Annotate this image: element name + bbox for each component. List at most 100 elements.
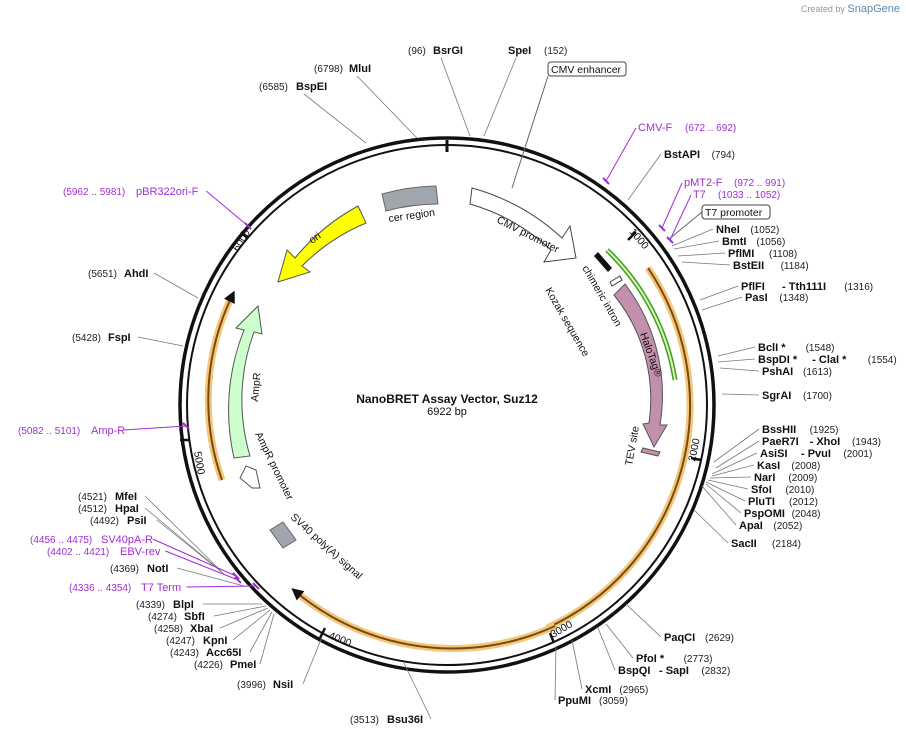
feature-label-kozak: Kozak sequence (542, 286, 591, 359)
feature-label-ampr: AmpR (249, 372, 264, 403)
site-leader (681, 261, 731, 266)
site-leader (440, 57, 471, 137)
site-leader (717, 346, 756, 357)
site-leader (701, 296, 743, 311)
primer-site-mark (602, 177, 610, 185)
site-leader (705, 481, 746, 502)
site-acc65i: Acc65I (206, 647, 241, 659)
site-paer7i: PaeR7I (762, 436, 799, 448)
site-sgrai: SgrAI (762, 390, 791, 402)
site-nari: NarI (754, 472, 775, 484)
site-leader (403, 662, 432, 720)
site-tth111i: - Tth111I (782, 281, 826, 293)
site-position: (4339) (136, 600, 165, 611)
site-bsrgi: BsrGI (433, 45, 463, 57)
primer-site-mark (658, 224, 666, 232)
site-apai: ApaI (739, 520, 763, 532)
primer-ebv-rev: EBV-rev (120, 546, 161, 558)
ori-arrow (277, 205, 367, 283)
primer-leader (605, 127, 637, 182)
site-position: (5651) (88, 269, 117, 280)
site-fspi: FspI (108, 332, 131, 344)
site-leader (259, 613, 275, 665)
site-pflfi: PflFI (741, 281, 765, 293)
site-position: (2773) (684, 654, 713, 665)
cmv-enhancer-label: CMV enhancer (551, 64, 622, 76)
site-leader (137, 336, 184, 347)
primer-leader (661, 182, 683, 229)
site-leader (707, 479, 749, 490)
kozak-mark (609, 275, 623, 287)
tick-mark (240, 231, 249, 239)
site-sacii: SacII (731, 538, 757, 550)
site-leader (156, 519, 225, 575)
site-leader (719, 367, 760, 372)
cmv-enhancer-box (547, 61, 627, 77)
site-leader (571, 639, 583, 690)
site-position: (4274) (148, 612, 177, 623)
site-position: (2012) (789, 497, 818, 508)
site-pvui: - PvuI (801, 448, 831, 460)
site-leader (709, 476, 752, 479)
primer-site-mark (252, 582, 260, 590)
site-position: (1184) (781, 261, 809, 272)
site-kasi: KasI (757, 460, 780, 472)
sv40-polya-box (269, 521, 297, 549)
site-leader (144, 507, 223, 573)
site-xbai: XbaI (190, 623, 213, 635)
tick-mark (690, 456, 702, 462)
site-leader (483, 57, 517, 137)
site-bcli: BclI * (758, 342, 786, 354)
chimeric-intron-box (594, 252, 612, 272)
primer-pmt2-f: pMT2-F (684, 177, 723, 189)
site-asisi: AsiSI (760, 448, 788, 460)
site-leader (717, 358, 756, 363)
primer-position: (4336 .. 4354) (69, 583, 131, 594)
site-ahdi: AhdI (124, 268, 148, 280)
site-position: (4247) (166, 636, 195, 647)
site-position: (2052) (773, 521, 802, 532)
site-nsii: NsiI (273, 679, 293, 691)
site-bsteii: BstEII (733, 260, 764, 272)
site-sfoi: SfoI (751, 484, 772, 496)
ampr-promoter-arrow (239, 465, 261, 489)
cer-region-box (381, 185, 439, 212)
site-position: (2001) (843, 449, 872, 460)
site-position: (1554) (868, 355, 897, 366)
site-position: (152) (544, 46, 567, 57)
site-leader (713, 428, 760, 463)
primer-position: (5962 .. 5981) (63, 187, 125, 198)
site-position: (4258) (154, 624, 183, 635)
halotag-band-inner (606, 249, 676, 381)
tick-mark (318, 627, 327, 639)
site-pasi: PasI (745, 292, 768, 304)
site-position: (6798) (314, 64, 343, 75)
feature-label-cer-region: cer region (388, 207, 436, 225)
primer-position: (4402 .. 4421) (47, 547, 109, 558)
site-position: (1056) (756, 237, 785, 248)
site-bstapi: BstAPI (664, 149, 700, 161)
site-position: (2048) (792, 509, 821, 520)
site-position: (3513) (350, 715, 379, 726)
primer-position: (972 .. 991) (734, 178, 785, 189)
site-position: (4492) (90, 516, 119, 527)
site-position: (1943) (852, 437, 881, 448)
tick-5000: 5000 (191, 450, 207, 475)
backbone-outer-circle (178, 136, 716, 674)
primer-position: (1033 .. 1052) (718, 190, 780, 201)
site-hpai: HpaI (115, 503, 139, 515)
site-position: (1925) (810, 425, 839, 436)
primer-leader (669, 194, 692, 241)
site-position: (4512) (78, 504, 107, 515)
t7-promoter-leader (667, 211, 703, 241)
site-ppumi: PpuMI (558, 695, 591, 707)
site-position: (1108) (769, 249, 797, 260)
site-leader (625, 603, 662, 638)
site-sbfi: SbfI (184, 611, 205, 623)
credit-prefix: Created by (800, 4, 845, 14)
site-leader (701, 485, 737, 526)
site-bsshii: BssHII (762, 424, 796, 436)
site-position: (4369) (110, 564, 139, 575)
primer-site-mark (182, 422, 190, 430)
